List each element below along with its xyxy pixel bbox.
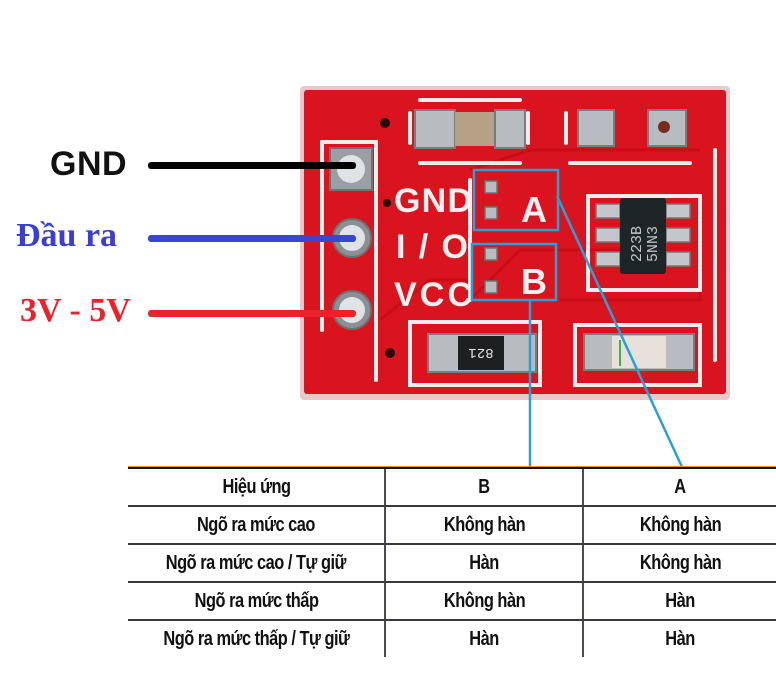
row-a-cell: Không hàn — [582, 544, 776, 583]
vcc-label: 3V - 5V — [20, 292, 131, 329]
board-body — [304, 90, 726, 394]
row-effect-cell: Ngõ ra mức cao — [128, 506, 386, 545]
silkscreen-outlines — [320, 98, 717, 387]
ic-marking-line1: 223B — [629, 226, 646, 262]
output-label: Đầu ra — [16, 217, 118, 254]
header-cell-a: A — [582, 467, 776, 507]
row-effect-cell: Ngõ ra mức cao / Tự giữ — [128, 544, 386, 583]
row-a-cell: Không hàn — [582, 506, 776, 545]
gnd-label: GND — [50, 145, 128, 183]
row-b-cell: Không hàn — [384, 582, 584, 621]
silk-jumper-a: A — [521, 189, 547, 230]
row-effect-cell: Ngõ ra mức thấp — [128, 582, 386, 621]
row-b-cell: Hàn — [384, 620, 584, 657]
table-top-border — [128, 466, 776, 468]
silk-vcc-label: VCC — [394, 276, 472, 314]
resistor: 821 — [427, 333, 537, 373]
silk-jumper-b: B — [521, 261, 547, 302]
header-cell-b: B — [384, 467, 584, 507]
table-row: Ngõ ra mức cao / Tự giữ Hàn Không hàn — [128, 544, 776, 583]
silk-gnd-label: GND — [394, 182, 472, 220]
pad-top-right-1 — [577, 109, 615, 147]
output-wire — [148, 235, 356, 242]
jumper-pads — [484, 180, 498, 294]
resistor-marking: 821 — [468, 344, 493, 360]
table-row: Ngõ ra mức thấp / Tự giữ Hàn Hàn — [128, 620, 776, 657]
row-a-cell: Hàn — [582, 582, 776, 621]
led — [583, 333, 695, 371]
callout-box-b — [470, 242, 558, 302]
ic-marking-line2: 5NN3 — [645, 226, 662, 262]
row-a-cell: Hàn — [582, 620, 776, 657]
ic-chip: 223B 5NN3 — [595, 198, 691, 274]
table-row: Ngõ ra mức thấp Không hàn Hàn — [128, 582, 776, 621]
header-cell-effect: Hiệu ứng — [128, 467, 386, 507]
row-b-cell: Không hàn — [384, 506, 584, 545]
vcc-wire — [148, 310, 356, 317]
capacitor — [414, 109, 526, 149]
table-row: Ngõ ra mức cao Không hàn Không hàn — [128, 506, 776, 545]
table-header-row: Hiệu ứng B A — [128, 467, 776, 507]
callout-line-a — [555, 195, 684, 468]
gnd-wire — [148, 162, 356, 169]
jumper-config-table: Hiệu ứng B A Ngõ ra mức cao Không hàn Kh… — [128, 467, 776, 657]
row-b-cell: Hàn — [384, 544, 584, 583]
row-effect-cell: Ngõ ra mức thấp / Tự giữ — [163, 627, 350, 650]
